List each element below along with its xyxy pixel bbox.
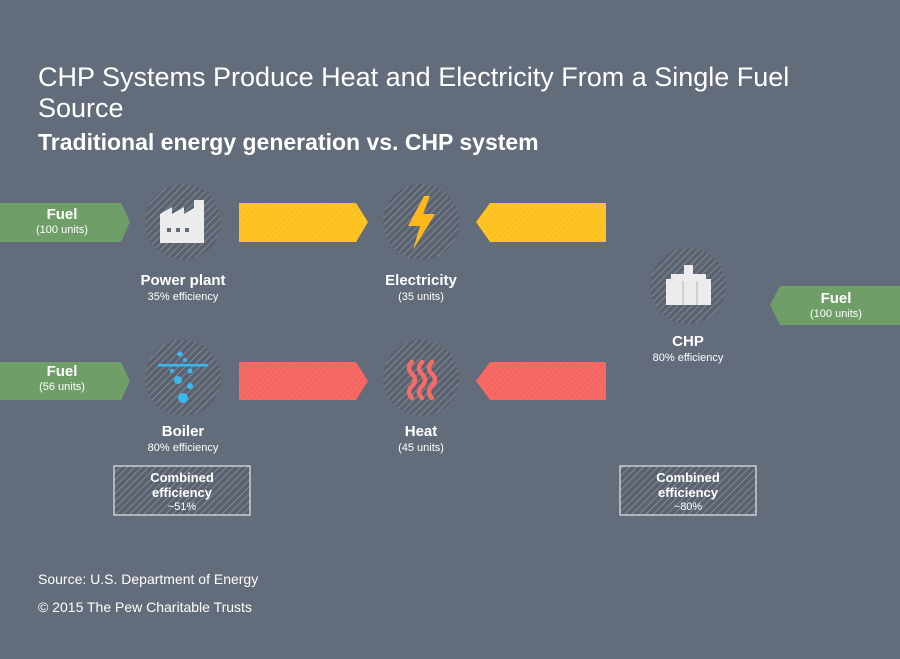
fuel-chp-units: (100 units)	[810, 308, 862, 320]
electricity-arrow-left	[239, 203, 368, 242]
page-subtitle: Traditional energy generation vs. CHP sy…	[38, 129, 539, 155]
page-title: CHP Systems Produce Heat and Electricity…	[38, 62, 790, 123]
electricity-label-group: Electricity (35 units)	[341, 272, 501, 304]
combined-chp-line1: Combined	[656, 470, 720, 485]
fuel-top-label-group: Fuel (100 units)	[14, 206, 110, 237]
chp-label-group: CHP 80% efficiency	[608, 333, 768, 365]
heat-arrow-right	[476, 362, 606, 400]
factory-icon	[160, 200, 204, 243]
heat-label: Heat	[404, 423, 438, 440]
copyright-note: © 2015 The Pew Charitable Trusts	[38, 599, 252, 615]
combined-box-traditional	[113, 465, 251, 516]
combined-chp-line2: efficiency	[658, 485, 718, 500]
fuel-chp-label: Fuel	[820, 290, 852, 307]
combined-efficiency-traditional: Combined efficiency ~51%	[114, 470, 250, 514]
electricity-arrow-right	[476, 203, 606, 242]
boiler-circle	[145, 340, 221, 416]
heat-waves-icon	[406, 359, 438, 401]
electricity-label: Electricity	[385, 272, 457, 289]
fuel-arrow-bottom	[0, 362, 130, 400]
heat-units: (45 units)	[398, 442, 444, 454]
combined-efficiency-chp: Combined efficiency ~80%	[620, 470, 756, 514]
boiler-efficiency: 80% efficiency	[147, 442, 219, 454]
heat-label-group: Heat (45 units)	[341, 423, 501, 455]
combined-box-chp	[619, 465, 757, 516]
power-plant-efficiency: 35% efficiency	[147, 291, 219, 303]
power-plant-label-group: Power plant 35% efficiency	[103, 272, 263, 304]
fuel-chp-label-group: Fuel (100 units)	[786, 290, 886, 321]
combined-traditional-line2: efficiency	[152, 485, 212, 500]
chp-plant-icon	[666, 265, 711, 305]
chp-efficiency: 80% efficiency	[652, 352, 724, 364]
heat-arrow-left	[239, 362, 368, 400]
fuel-top-label: Fuel	[46, 206, 78, 223]
electricity-units: (35 units)	[398, 291, 444, 303]
combined-chp-value: ~80%	[673, 501, 703, 513]
combined-traditional-line1: Combined	[150, 470, 214, 485]
fuel-top-units: (100 units)	[36, 224, 88, 236]
fuel-bottom-units: (56 units)	[39, 381, 85, 393]
heat-circle	[383, 340, 459, 416]
water-droplets-icon	[158, 351, 208, 403]
boiler-label-group: Boiler 80% efficiency	[103, 423, 263, 455]
fuel-bottom-label-group: Fuel (56 units)	[14, 363, 110, 394]
fuel-bottom-label: Fuel	[46, 363, 78, 380]
power-plant-label: Power plant	[140, 272, 226, 289]
fuel-arrow-chp	[770, 286, 900, 325]
boiler-label: Boiler	[161, 423, 205, 440]
chp-label: CHP	[672, 333, 704, 350]
lightning-icon	[408, 196, 435, 250]
source-note: Source: U.S. Department of Energy	[38, 571, 259, 587]
combined-traditional-value: ~51%	[167, 501, 197, 513]
fuel-arrow-top	[0, 203, 130, 242]
